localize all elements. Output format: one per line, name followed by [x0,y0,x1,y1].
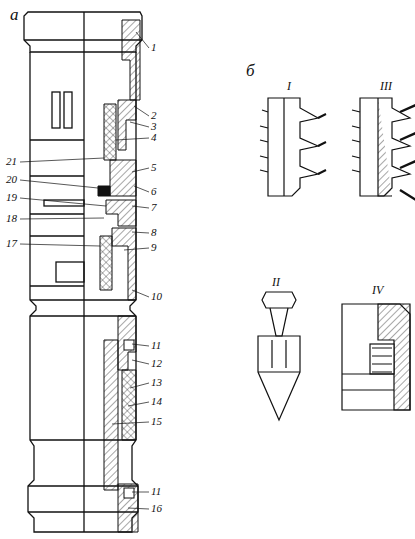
callout-number: 11 [151,486,161,497]
callout-number: 19 [6,192,17,203]
callout-number: 18 [6,213,17,224]
panel-letter: а [10,6,19,23]
panel-letter: б [246,62,255,79]
detail-four [342,304,410,410]
detail-three [352,98,415,200]
callout-number: 12 [151,358,162,369]
callout-number: 21 [6,156,17,167]
callout-number: 11 [151,340,161,351]
callout-number: 17 [6,238,17,249]
callout-number: 14 [151,396,162,407]
callout-number: 8 [151,227,157,238]
callout-number: 9 [151,242,157,253]
callout-number: 15 [151,416,162,427]
callout-number: 1 [151,42,157,53]
detail-numeral: II [272,276,280,288]
detail-numeral: IV [372,284,383,296]
callout-number: 3 [151,121,157,132]
leader-lines [20,32,149,509]
callout-number: 13 [151,377,162,388]
detail-numeral: I [287,80,291,92]
callout-number: 6 [151,186,157,197]
detail-two [258,292,300,420]
section-hatch [98,20,140,532]
detail-numeral: III [380,80,392,92]
callout-number: 10 [151,291,162,302]
tool-body [24,12,142,532]
callout-number: 20 [6,174,17,185]
callout-number: 2 [151,110,157,121]
callout-number: 4 [151,132,157,143]
detail-one [260,98,326,196]
callout-number: 5 [151,162,157,173]
callout-number: 7 [151,202,157,213]
callout-number: 16 [151,503,162,514]
